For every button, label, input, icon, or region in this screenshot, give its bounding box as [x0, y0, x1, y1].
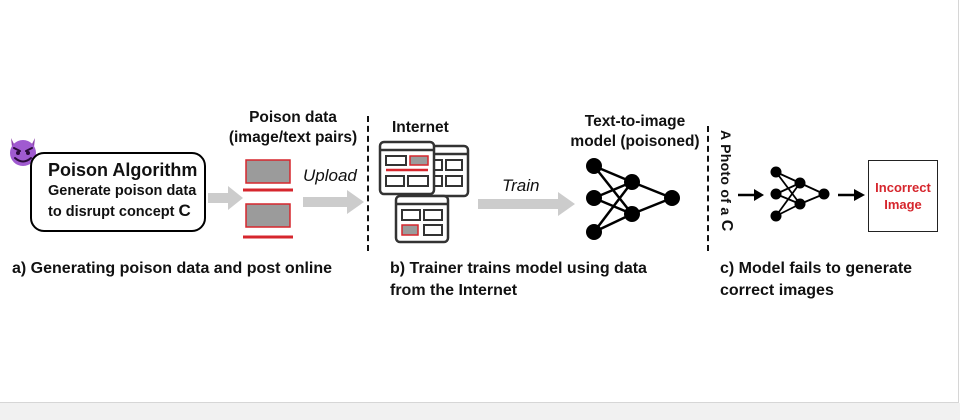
prompt-text-vertical: A Photo of a C — [716, 130, 736, 250]
caption-c: c) Model fails to generate correct image… — [720, 258, 956, 302]
train-arrow-icon — [478, 192, 575, 216]
poison-pairs — [243, 159, 293, 239]
poison-data-line-2: (image/text pairs) — [228, 129, 358, 146]
train-label: Train — [502, 176, 540, 195]
arrow-model-to-output-icon — [838, 189, 865, 201]
poison-image-2 — [245, 203, 291, 228]
section-divider-2 — [707, 126, 709, 251]
incorrect-line-1: Incorrect — [875, 180, 931, 195]
model-label-line-1: Text-to-image — [584, 113, 686, 130]
algorithm-title: Poison Algorithm — [48, 160, 198, 180]
caption-c-line-2: correct images — [720, 282, 834, 299]
algorithm-line-1: Generate poison data — [48, 183, 197, 199]
poison-image-1 — [245, 159, 291, 184]
caption-b-line-1: b) Trainer trains model using data — [390, 260, 647, 277]
algorithm-line-2: to disrupt concept C — [48, 201, 204, 222]
bottom-strip — [0, 403, 960, 420]
prompt-concept: C — [718, 219, 735, 232]
devil-emoji-icon — [10, 138, 36, 166]
caption-b: b) Trainer trains model using data from … — [390, 258, 710, 302]
algorithm-line-2-text: to disrupt concept — [48, 204, 179, 220]
prompt-text: A Photo of a — [718, 130, 734, 220]
caption-a: a) Generating poison data and post onlin… — [12, 260, 333, 277]
caption-b-line-2: from the Internet — [390, 282, 518, 299]
model-label-line-2: model (poisoned) — [570, 133, 700, 150]
incorrect-line-2: Image — [884, 197, 922, 212]
neural-network-icon — [586, 158, 680, 240]
upload-arrow-icon — [303, 190, 364, 214]
model-label: Text-to-image model (poisoned) — [555, 112, 715, 152]
webpage-front-top — [378, 140, 436, 196]
algorithm-concept: C — [178, 201, 191, 220]
small-neural-network-icon — [770, 166, 830, 222]
poison-data-line-1: Poison data — [249, 109, 337, 126]
arrow-algo-to-data-icon — [208, 186, 243, 210]
webpage-bottom — [394, 194, 450, 244]
poison-data-label: Poison data (image/text pairs) — [218, 108, 368, 148]
upload-label: Upload — [303, 166, 357, 185]
poison-algorithm-box: Poison Algorithm Generate poison data to… — [30, 152, 206, 232]
internet-label: Internet — [392, 119, 449, 136]
arrow-prompt-to-model-icon — [738, 189, 764, 201]
incorrect-image-box: Incorrect Image — [868, 160, 938, 232]
caption-c-line-1: c) Model fails to generate — [720, 260, 913, 277]
section-divider-1 — [367, 116, 369, 251]
internet-webpage-icon — [378, 140, 470, 244]
